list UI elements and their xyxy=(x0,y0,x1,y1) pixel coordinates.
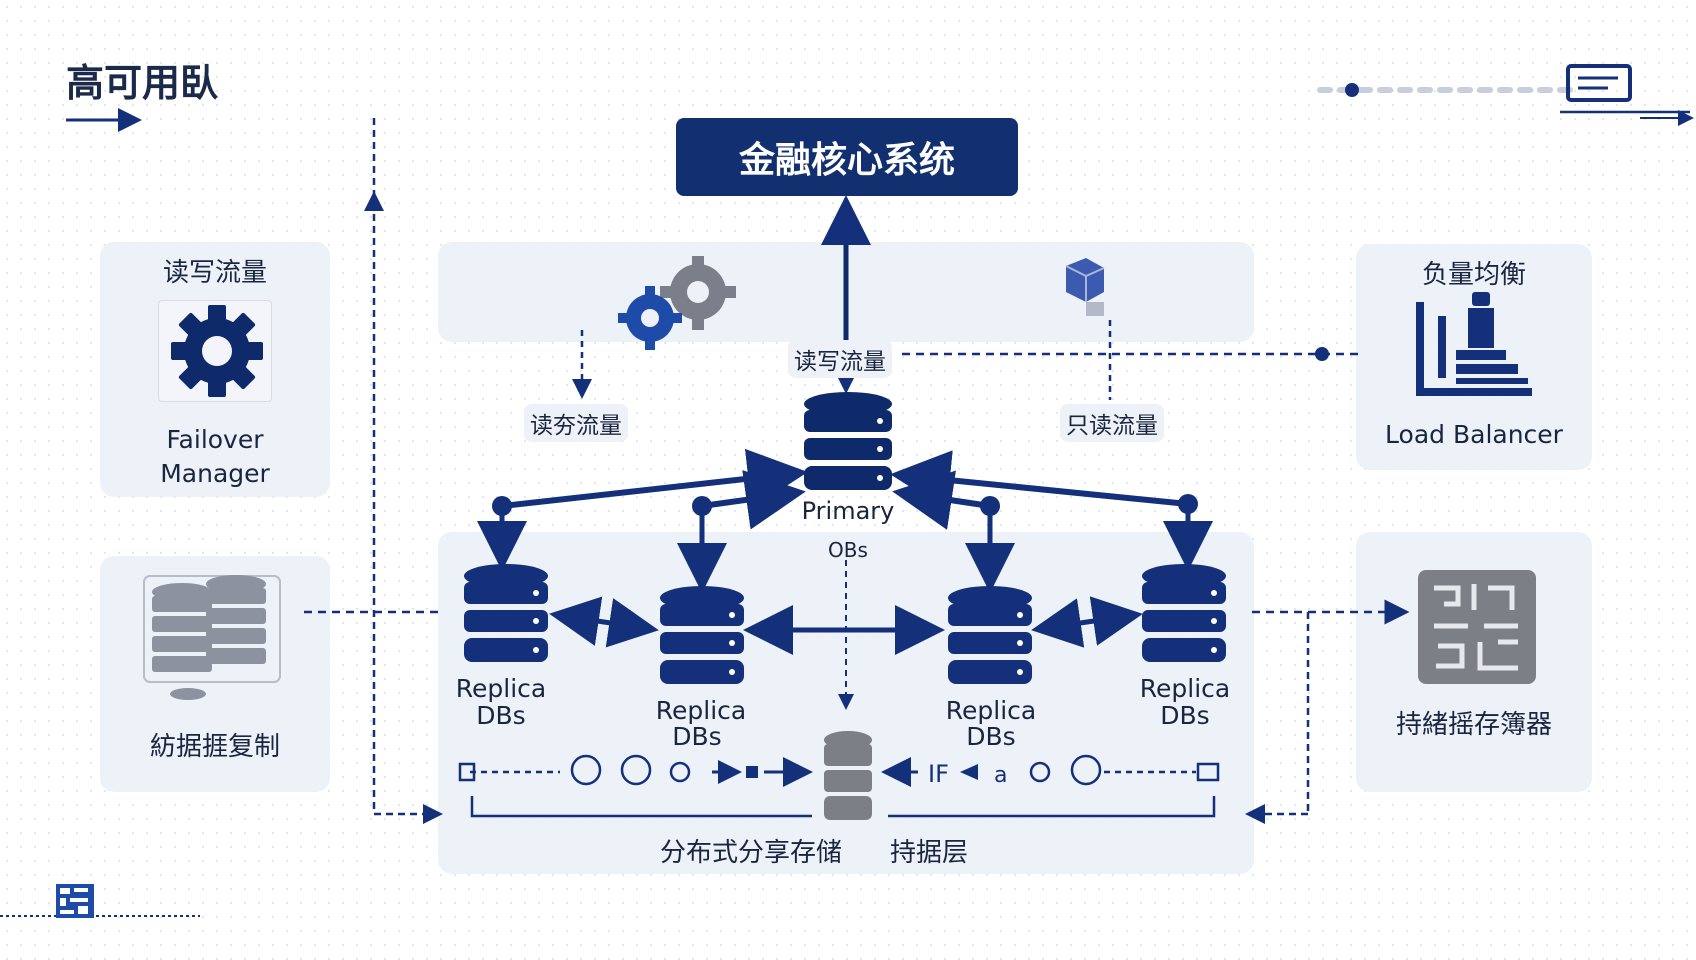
replica-database-icon xyxy=(1138,562,1230,672)
system-title: 金融核心系统 xyxy=(738,140,955,181)
persistence-layer-label: 持据层 xyxy=(890,838,969,868)
page-title: 高可用臥 xyxy=(66,61,219,105)
replica-label-line2: DBs xyxy=(476,701,526,730)
storage-label: 持緒摇存簿器 xyxy=(1395,710,1552,740)
replica-label-line1: Replica xyxy=(455,674,547,703)
replica-label-line1: Replica xyxy=(945,696,1037,725)
primary-label-line2: OBs xyxy=(828,538,868,562)
replica-label-line2: DBs xyxy=(672,722,722,751)
replica-label-line1: Replica xyxy=(1139,674,1231,703)
failover-label-line2: Manager xyxy=(160,459,270,488)
load-balancer-icon xyxy=(1412,292,1536,408)
replica-database-icon xyxy=(460,562,552,672)
replica-label-line1: Replica xyxy=(655,696,747,725)
distributed-storage-label: 分布式分享存储 xyxy=(660,838,843,868)
shared-storage-database-icon xyxy=(822,730,874,828)
gear-icon xyxy=(158,300,272,402)
grid-logo-icon xyxy=(56,884,94,922)
load-balancer-label: Load Balancer xyxy=(1385,420,1563,449)
read-flow-label: 读夯流量 xyxy=(524,404,628,442)
replication-database-icon xyxy=(142,570,302,710)
read-only-flow-label: 只读流量 xyxy=(1060,404,1164,442)
primary-database-icon xyxy=(800,390,896,502)
replica-database-icon xyxy=(944,584,1036,694)
replica-label-line2: DBs xyxy=(966,722,1016,751)
load-balancer-heading: 负量均衡 xyxy=(1421,260,1526,290)
replica-label-line2: DBs xyxy=(1160,701,1210,730)
replication-label: 紡据捱复制 xyxy=(149,732,280,762)
failover-label-line1: Failover xyxy=(166,425,264,454)
primary-label-line1: Primary xyxy=(801,497,895,525)
cube-icon xyxy=(1056,254,1116,328)
svg-text:IF: IF xyxy=(928,760,949,788)
read-write-flow-label: 读写流量 xyxy=(788,340,892,378)
gears-icon xyxy=(598,254,738,360)
svg-text:a: a xyxy=(994,763,1007,788)
system-title-box: 金融核心系统 xyxy=(676,118,1018,196)
replica-database-icon xyxy=(656,584,748,694)
storage-icon xyxy=(1418,570,1536,688)
failover-heading: 读写流量 xyxy=(162,258,267,288)
